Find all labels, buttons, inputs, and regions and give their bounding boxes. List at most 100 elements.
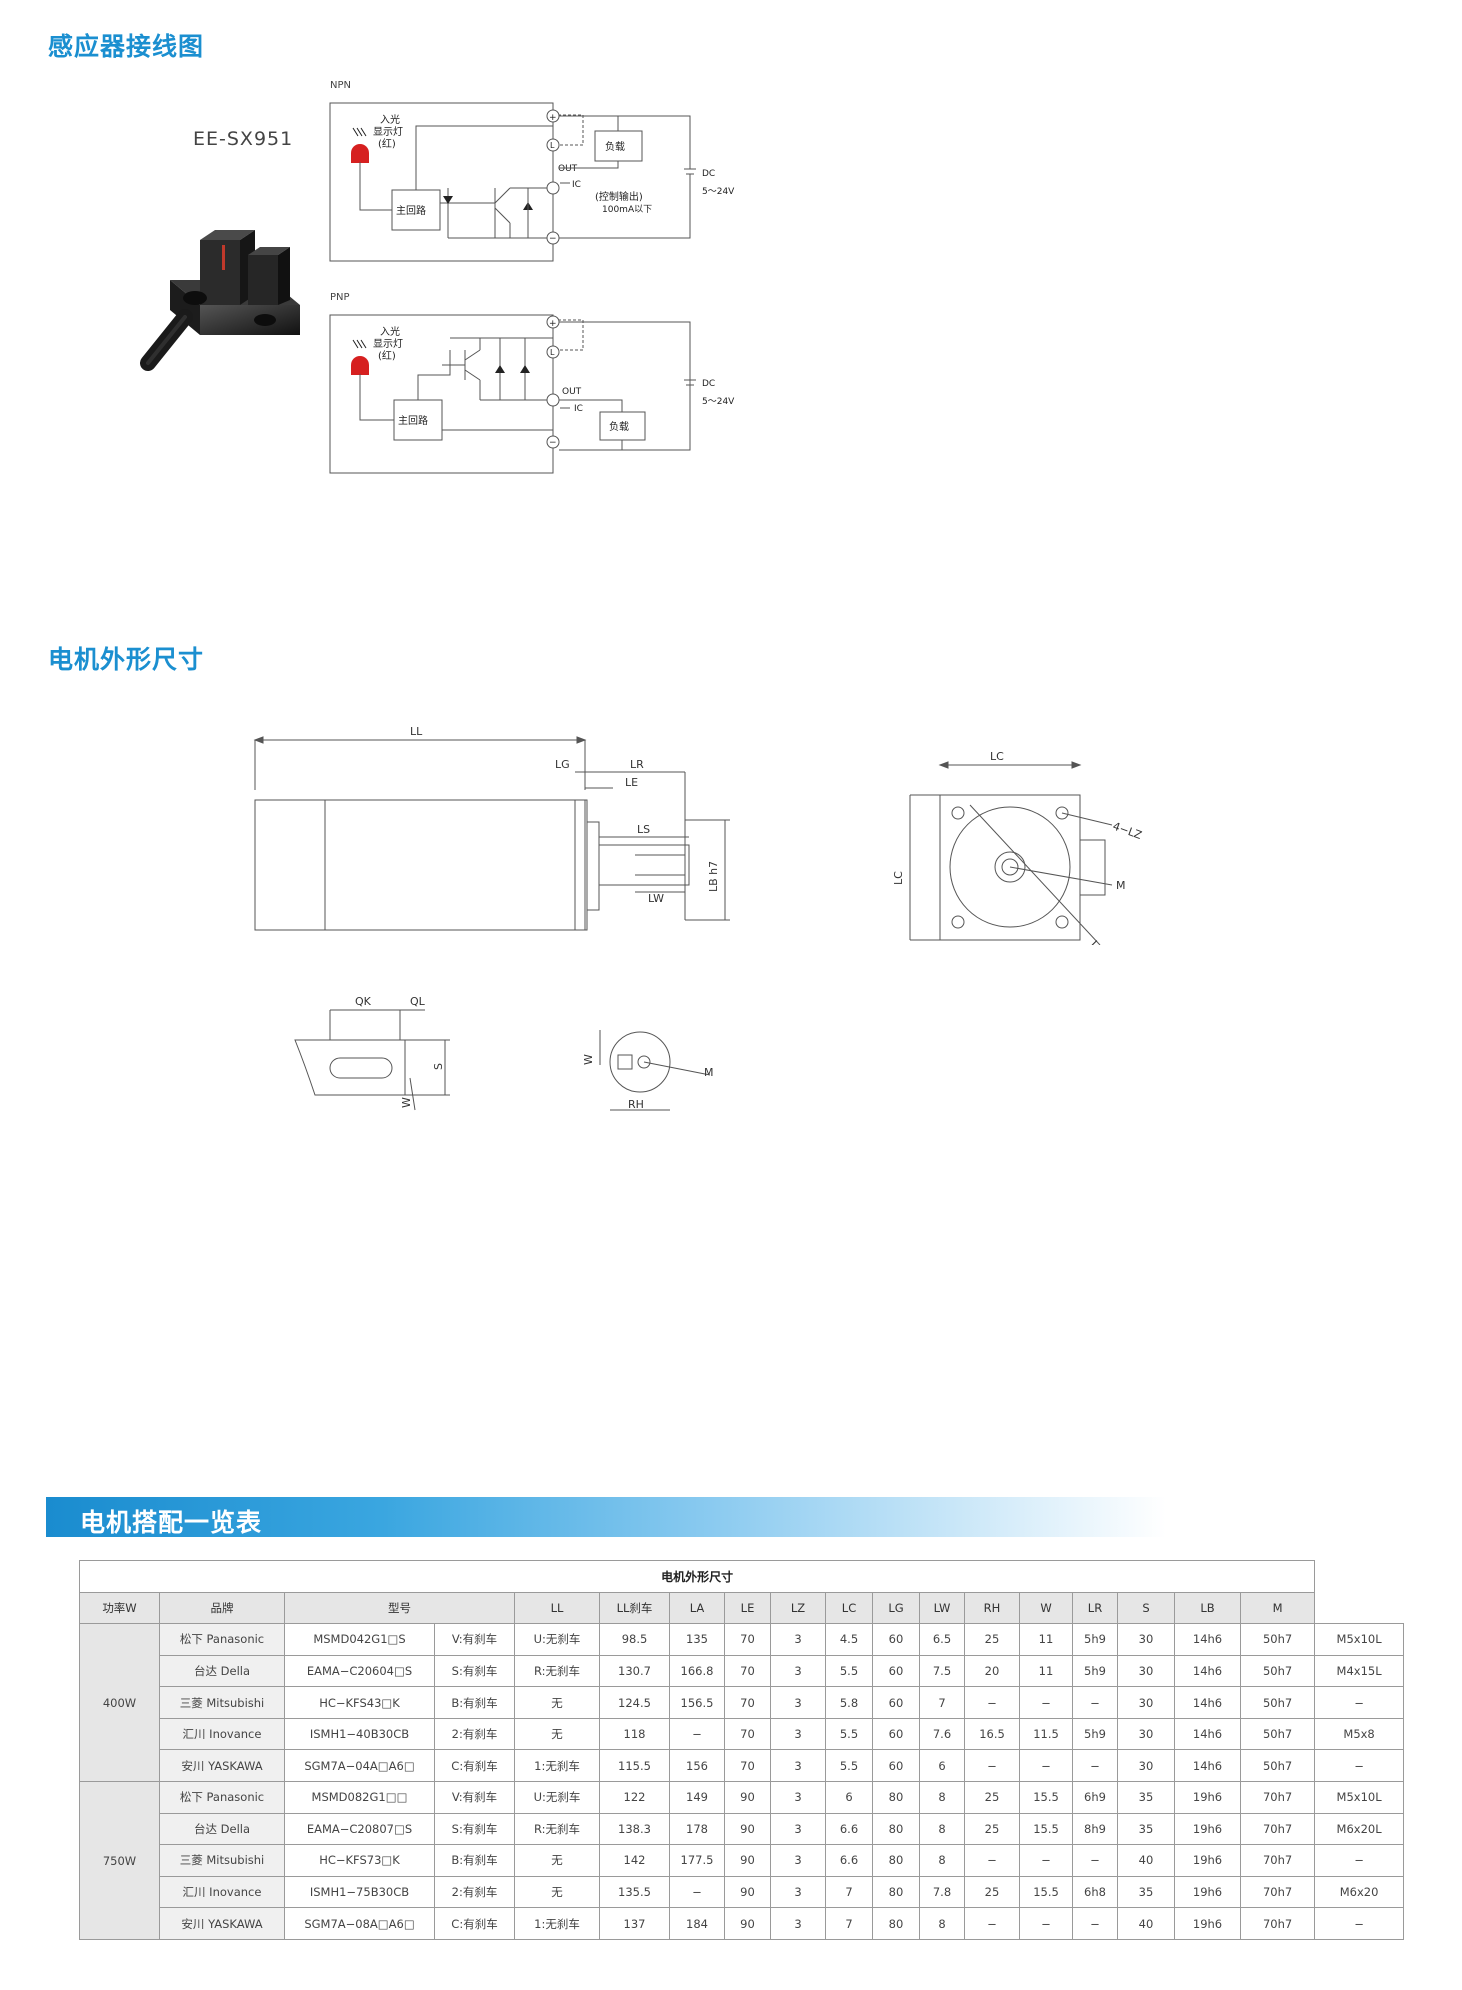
table-cell: 90: [724, 1812, 771, 1846]
table-cell: 15.5: [1019, 1875, 1073, 1909]
table-cell: 5.5: [825, 1654, 873, 1688]
table-cell: 19h6: [1174, 1844, 1241, 1877]
table-cell: V:有刹车: [434, 1781, 515, 1814]
table-cell: 35: [1117, 1781, 1175, 1814]
npn-lamp-line2: 显示灯: [373, 126, 403, 138]
table-cell: 15.5: [1019, 1781, 1073, 1814]
table-cell: 30: [1117, 1749, 1175, 1783]
npn-dc-label: DC: [702, 169, 715, 179]
table-cell: −: [669, 1875, 725, 1909]
table-cell: 14h6: [1174, 1623, 1241, 1656]
table-cell: 6h9: [1072, 1781, 1118, 1814]
table-title: 电机外形尺寸: [78, 1560, 1316, 1593]
table-header-cell: LC: [825, 1591, 873, 1625]
table-cell: 30: [1117, 1686, 1175, 1719]
table-cell: 25: [964, 1623, 1020, 1656]
npn-control-output: (控制输出): [595, 190, 643, 203]
shaft-key-detail-drawing: QK QL S W: [294, 995, 450, 1111]
table-cell: 35: [1117, 1875, 1175, 1909]
table-cell: 6.6: [825, 1844, 873, 1877]
table-cell: 124.5: [599, 1686, 670, 1719]
table-cell: 15.5: [1019, 1812, 1073, 1846]
table-cell: 50h7: [1239, 1717, 1316, 1751]
pnp-type-label: PNP: [330, 292, 350, 303]
table-header-cell: LW: [919, 1591, 965, 1625]
table-cell: U:无刹车: [514, 1623, 600, 1656]
table-cell: 40: [1117, 1844, 1175, 1877]
table-cell: R:无刹车: [514, 1654, 600, 1688]
table-cell: 156.5: [669, 1686, 725, 1719]
dim-lg-label: LG: [555, 758, 570, 771]
npn-voltage-label: 5～24V: [702, 187, 735, 197]
dim-m-label: M: [1116, 879, 1126, 892]
table-cell: SGM7A−04A□A6□: [284, 1749, 435, 1783]
table-cell: U:无刹车: [514, 1781, 600, 1814]
table-cell: 无: [514, 1875, 600, 1909]
table-cell: −: [964, 1686, 1020, 1719]
table-cell: 14h6: [1174, 1749, 1241, 1783]
npn-type-label: NPN: [330, 80, 351, 91]
table-cell: 3: [770, 1749, 826, 1783]
dim-ls-label: LS: [637, 823, 650, 836]
table-cell: 5.5: [825, 1749, 873, 1783]
dim-ql-label: QL: [410, 995, 426, 1008]
npn-l-terminal: L: [550, 141, 555, 150]
table-cell: 118: [599, 1717, 670, 1751]
table-cell: −: [1019, 1749, 1073, 1783]
table-cell: 70: [724, 1717, 771, 1751]
dim-qk-label: QK: [355, 995, 372, 1008]
table-cell: 8h9: [1072, 1812, 1118, 1846]
table-cell: 70h7: [1239, 1875, 1316, 1909]
table-cell: 5.5: [825, 1717, 873, 1751]
table-cell: −: [1072, 1844, 1118, 1877]
table-cell: −: [964, 1907, 1020, 1940]
table-cell: 6: [825, 1781, 873, 1814]
dim-lc-side-label: LC: [892, 871, 905, 885]
table-cell: 14h6: [1174, 1717, 1241, 1751]
table-cell: 115.5: [599, 1749, 670, 1783]
table-cell: 184: [669, 1907, 725, 1940]
table-cell: 7: [825, 1875, 873, 1909]
table-cell: 90: [724, 1875, 771, 1909]
table-header-cell: LL: [514, 1591, 600, 1625]
npn-wiring-diagram: NPN 入光 显示灯 (红) 主回路 + L − OUT IC 负载 (控制输出…: [329, 80, 735, 262]
table-cell: 80: [872, 1781, 920, 1814]
table-cell: SGM7A−08A□A6□: [284, 1907, 435, 1940]
table-cell: 90: [724, 1844, 771, 1877]
dim-lb-label: LB h7: [707, 861, 720, 892]
brand-cell: 三菱 Mitsubishi: [159, 1844, 285, 1877]
table-cell: R:无刹车: [514, 1812, 600, 1846]
table-cell: 25: [964, 1781, 1020, 1814]
table-cell: 4.5: [825, 1623, 873, 1656]
table-cell: 8: [919, 1812, 965, 1846]
table-cell: 无: [514, 1844, 600, 1877]
table-header-cell: LG: [872, 1591, 920, 1625]
table-header-cell: S: [1117, 1591, 1175, 1625]
npn-load-label: 负载: [605, 140, 625, 153]
table-cell: 30: [1117, 1623, 1175, 1656]
pnp-lamp-line3: (红): [378, 349, 396, 362]
power-cell: 400W: [79, 1623, 160, 1783]
table-cell: M6x20: [1314, 1875, 1404, 1909]
dim-ll-label: LL: [410, 725, 423, 738]
dim-rh-label: RH: [628, 1098, 644, 1111]
table-cell: 3: [770, 1654, 826, 1688]
table-cell: 70: [724, 1686, 771, 1719]
table-cell: −: [1072, 1686, 1118, 1719]
table-cell: 7.6: [919, 1717, 965, 1751]
brand-cell: 三菱 Mitsubishi: [159, 1686, 285, 1719]
table-cell: 60: [872, 1717, 920, 1751]
table-cell: 3: [770, 1812, 826, 1846]
pnp-dc-label: DC: [702, 379, 715, 389]
motor-side-view-drawing: LL LG LR LE LS LW LB h7: [253, 725, 730, 931]
table-cell: HC−KFS73□K: [284, 1844, 435, 1877]
table-cell: 50h7: [1239, 1686, 1316, 1719]
table-cell: 7: [825, 1907, 873, 1940]
table-cell: 5h9: [1072, 1717, 1118, 1751]
table-cell: C:有刹车: [434, 1749, 515, 1783]
table-cell: 138.3: [599, 1812, 670, 1846]
npn-main-circuit: 主回路: [396, 204, 426, 217]
